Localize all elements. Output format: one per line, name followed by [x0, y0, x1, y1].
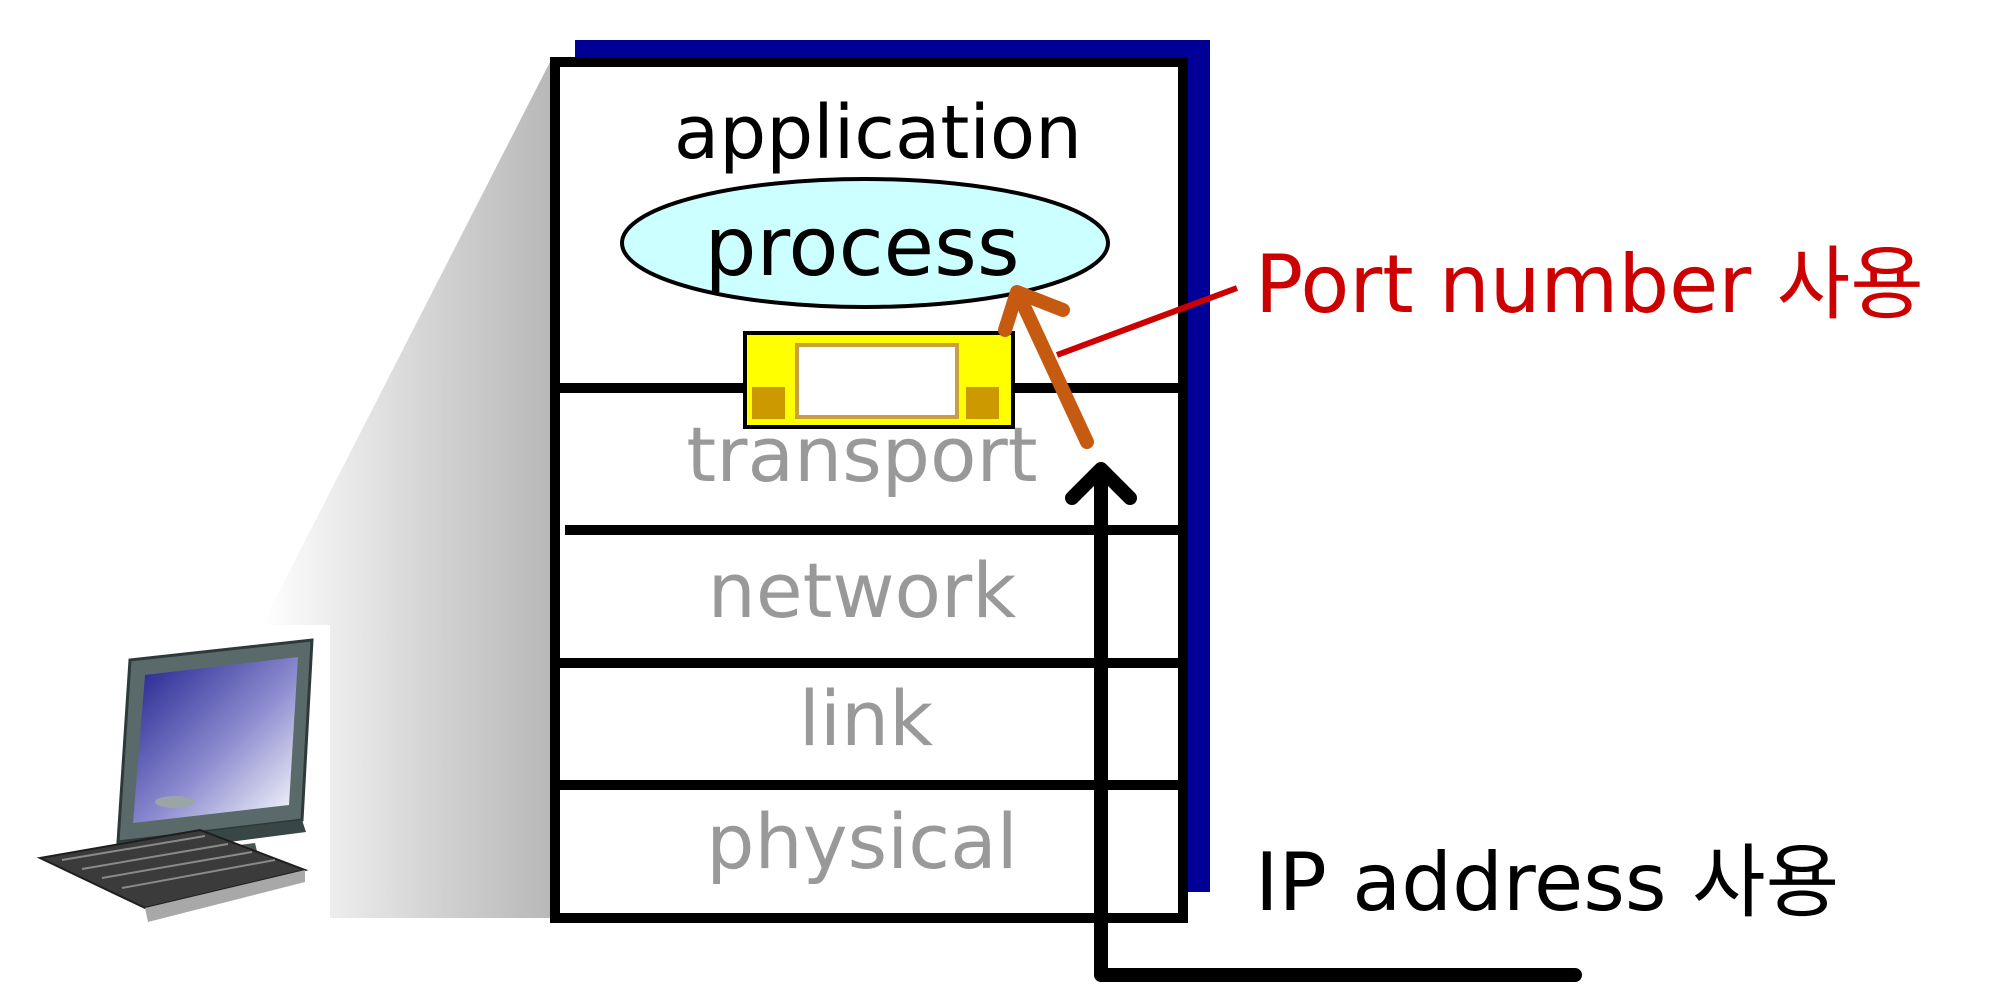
ip-delivery-arrow	[1065, 462, 1582, 982]
layer-network: network	[708, 546, 1017, 635]
layer-physical: physical	[706, 797, 1018, 886]
layer-link: link	[799, 674, 933, 763]
port-demux-arrow	[998, 285, 1094, 449]
process-label: process	[704, 200, 1019, 295]
host-to-stack-projection	[262, 62, 550, 918]
desktop-computer-icon	[36, 625, 330, 922]
socket-icon	[743, 331, 1015, 429]
ip-address-annotation: IP address 사용	[1255, 836, 1839, 929]
port-callout-line	[1055, 285, 1239, 358]
layer-transport: transport	[686, 410, 1037, 499]
process-bubble: process	[620, 177, 1110, 309]
layer-application: application	[674, 90, 1082, 176]
port-number-annotation: Port number 사용	[1255, 238, 1924, 331]
